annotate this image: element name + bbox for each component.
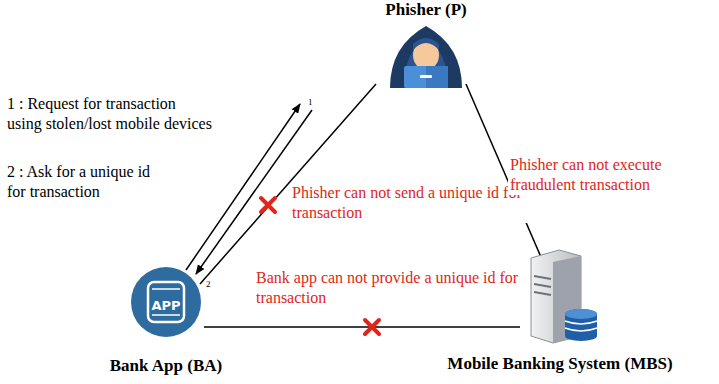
server-node: Mobile Banking System (MBS) bbox=[447, 248, 672, 374]
callout-number: 1 bbox=[308, 98, 313, 107]
connector-line bbox=[204, 326, 520, 328]
red-cross bbox=[261, 198, 275, 212]
node-icon bbox=[519, 248, 601, 344]
failure-note: Phisher can not execute fraudulent trans… bbox=[508, 155, 717, 195]
legend-note: 1 : Request for transaction using stolen… bbox=[7, 94, 212, 134]
phisher-icon bbox=[384, 22, 468, 88]
node-title: Bank App (BA) bbox=[110, 356, 222, 376]
app-icon bbox=[130, 266, 202, 338]
failure-note: Bank app can not provide a unique id for… bbox=[254, 268, 524, 308]
node-title: Phisher (P) bbox=[385, 0, 466, 20]
failure-note: Phisher can not send a unique id for tra… bbox=[290, 183, 532, 223]
node-icon: APP bbox=[130, 266, 202, 338]
legend-note: 2 : Ask for a unique id for transaction bbox=[7, 162, 165, 202]
node-icon bbox=[384, 22, 468, 88]
server-icon bbox=[519, 248, 601, 344]
red-cross bbox=[365, 320, 379, 334]
callout-number: 2 bbox=[206, 280, 211, 289]
node-title: Mobile Banking System (MBS) bbox=[447, 354, 672, 374]
phisher-node: Phisher (P) bbox=[384, 0, 468, 88]
